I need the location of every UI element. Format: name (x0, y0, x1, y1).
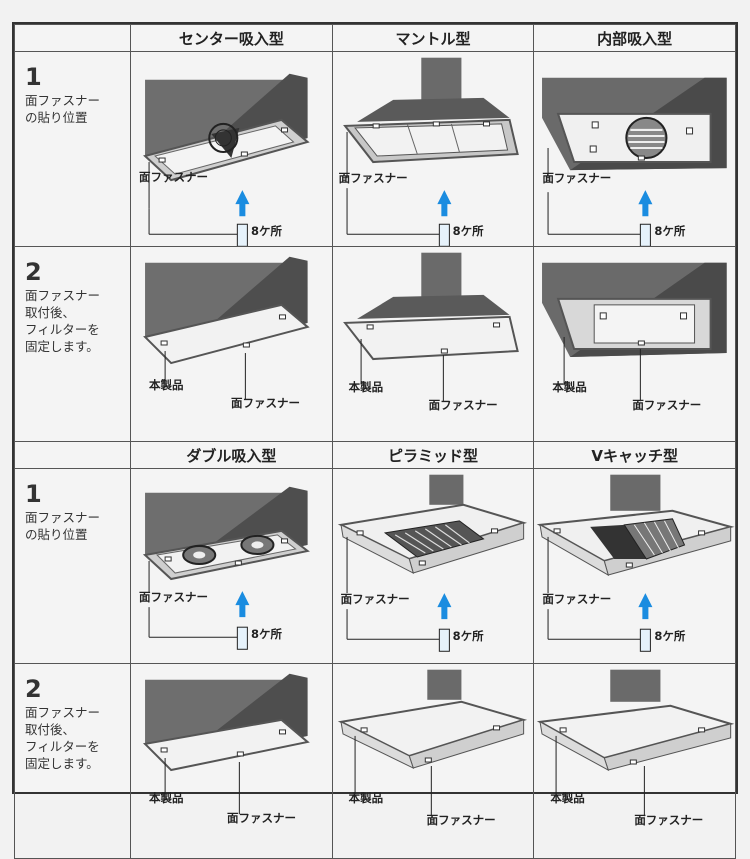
step-number: 2 (25, 258, 42, 286)
header-mantle: マントル型 (331, 24, 535, 52)
product-label: 本製品 (348, 380, 384, 394)
fastener-label: 面ファスナー (338, 171, 408, 185)
header-blank (14, 441, 131, 469)
illustration-internal-intake-2: 本製品 面ファスナー (533, 246, 736, 442)
pyramid-hood-illustration (337, 474, 527, 652)
step-label-cell: 1 面ファスナー の貼り位置 (14, 51, 131, 247)
vcatch-hood-installed (537, 669, 735, 817)
double-hood-illustration (142, 486, 310, 650)
center-hood-illustration (143, 73, 310, 246)
step-text: 面ファスナー 取付後、 フィルターを 固定します。 (25, 705, 101, 771)
header-row-bottom: ダブル吸入型 ピラミッド型 Vキャッチ型 (14, 441, 736, 469)
step-text: 面ファスナー 取付後、 フィルターを 固定します。 (25, 288, 101, 354)
step-row-2-top: 2 面ファスナー 取付後、 フィルターを 固定します。 本製品 面ファスナー (14, 246, 736, 442)
fastener-label: 面ファスナー (231, 396, 300, 410)
illustration-mantle-2: 本製品 面ファスナー (331, 246, 535, 442)
product-label: 本製品 (149, 378, 184, 392)
instruction-sheet: センター吸入型 マントル型 内部吸入型 1 面ファスナー の貼り位置 (12, 22, 738, 859)
illustration-center-intake-1: 面ファスナー 8ケ所 (130, 51, 333, 247)
step-row-1-bottom: 1 面ファスナー の貼り位置 面ファスナ (14, 468, 736, 664)
fastener-label: 面ファスナー (428, 398, 498, 412)
header-double-intake: ダブル吸入型 (130, 441, 333, 469)
header-v-catch: Vキャッチ型 (533, 441, 736, 469)
step-number: 2 (25, 675, 42, 703)
header-blank (14, 24, 131, 52)
double-hood-installed (142, 673, 310, 815)
step-text: 面ファスナー の貼り位置 (25, 93, 101, 125)
illustration-internal-intake-1: 面ファスナー 8ケ所 (533, 51, 736, 247)
illustration-v-catch-2: 本製品 面ファスナー (533, 663, 736, 859)
fastener-label: 面ファスナー (634, 813, 704, 827)
step-text: 面ファスナー の貼り位置 (25, 510, 101, 542)
count-label: 8ケ所 (654, 224, 686, 238)
count-label: 8ケ所 (251, 224, 283, 238)
illustration-mantle-1: 面ファスナー 8ケ所 (331, 51, 535, 247)
pyramid-hood-installed (337, 669, 527, 817)
count-label: 8ケ所 (452, 629, 484, 643)
step-number: 1 (25, 63, 42, 91)
illustration-double-intake-2: 本製品 面ファスナー (130, 663, 333, 859)
product-label: 本製品 (552, 380, 587, 394)
step-row-2-bottom: 2 面ファスナー 取付後、 フィルターを 固定します。 本製品 面ファスナー (14, 663, 736, 859)
internal-hood-illustration (542, 77, 727, 246)
center-hood-installed (143, 256, 310, 400)
fastener-label: 面ファスナー (139, 590, 208, 604)
fastener-label: 面ファスナー (542, 171, 612, 185)
step-label-cell: 2 面ファスナー 取付後、 フィルターを 固定します。 (14, 246, 131, 442)
instruction-grid: センター吸入型 マントル型 内部吸入型 1 面ファスナー の貼り位置 (14, 24, 736, 859)
count-label: 8ケ所 (654, 629, 686, 643)
fastener-label: 面ファスナー (227, 811, 296, 825)
illustration-pyramid-1: 面ファスナー 8ケ所 (331, 468, 535, 664)
internal-hood-installed (542, 262, 727, 402)
count-label: 8ケ所 (251, 627, 283, 641)
header-row-top: センター吸入型 マントル型 内部吸入型 (14, 24, 736, 52)
product-label: 本製品 (149, 791, 184, 805)
fastener-label: 面ファスナー (632, 398, 702, 412)
mantle-hood-installed (342, 252, 519, 402)
product-label: 本製品 (550, 791, 585, 805)
fastener-label: 面ファスナー (426, 813, 496, 827)
step-row-1-top: 1 面ファスナー の貼り位置 面ファスナー (14, 51, 736, 247)
illustration-v-catch-1: 面ファスナー 8ケ所 (533, 468, 736, 664)
fastener-label: 面ファスナー (542, 592, 612, 606)
illustration-pyramid-2: 本製品 面ファスナー (331, 663, 535, 859)
illustration-center-intake-2: 本製品 面ファスナー (130, 246, 333, 442)
fastener-label: 面ファスナー (139, 170, 208, 184)
product-label: 本製品 (348, 791, 384, 805)
step-label-cell: 1 面ファスナー の貼り位置 (14, 468, 131, 664)
mantle-hood-illustration (342, 57, 519, 246)
step-label-cell: 2 面ファスナー 取付後、 フィルターを 固定します。 (14, 663, 131, 859)
header-pyramid: ピラミッド型 (331, 441, 535, 469)
fastener-label: 面ファスナー (340, 592, 410, 606)
illustration-double-intake-1: 面ファスナー 8ケ所 (130, 468, 333, 664)
step-number: 1 (25, 480, 42, 508)
count-label: 8ケ所 (452, 224, 484, 238)
header-center-intake: センター吸入型 (130, 24, 333, 52)
vcatch-hood-illustration (537, 474, 735, 652)
header-internal-intake: 内部吸入型 (533, 24, 736, 52)
